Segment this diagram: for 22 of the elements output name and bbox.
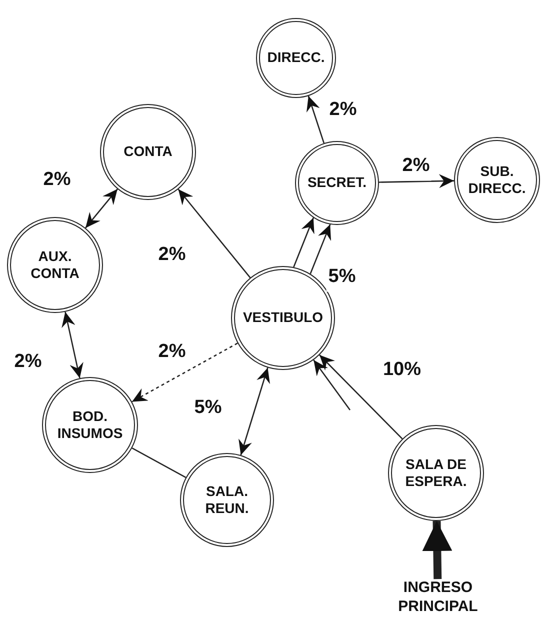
room-name: CONTA xyxy=(122,143,174,161)
room-name: SECRET. xyxy=(306,174,368,192)
entrance-arrow xyxy=(422,520,452,580)
arrow xyxy=(293,218,314,268)
arrow xyxy=(310,224,332,274)
arrow xyxy=(378,174,454,188)
room-name: AUX. CONTA xyxy=(30,248,80,282)
room-name: SALA DE ESPERA. xyxy=(404,456,468,490)
room-name: BOD. INSUMOS xyxy=(56,408,124,442)
arrow xyxy=(132,342,238,402)
arrow xyxy=(85,188,118,228)
arrow xyxy=(62,312,84,378)
room-name: VESTIBULO xyxy=(242,309,324,327)
entrance-label: INGRESO PRINCIPAL xyxy=(390,579,486,616)
room-name: DIRECC. xyxy=(266,49,326,67)
arrow xyxy=(319,354,403,440)
arrow xyxy=(313,360,351,410)
arrow xyxy=(178,188,251,278)
arrow xyxy=(306,96,325,144)
arrow xyxy=(238,368,270,456)
room-name: SALA. REUN. xyxy=(204,482,250,518)
room-name: SUB. DIRECC. xyxy=(467,162,527,198)
